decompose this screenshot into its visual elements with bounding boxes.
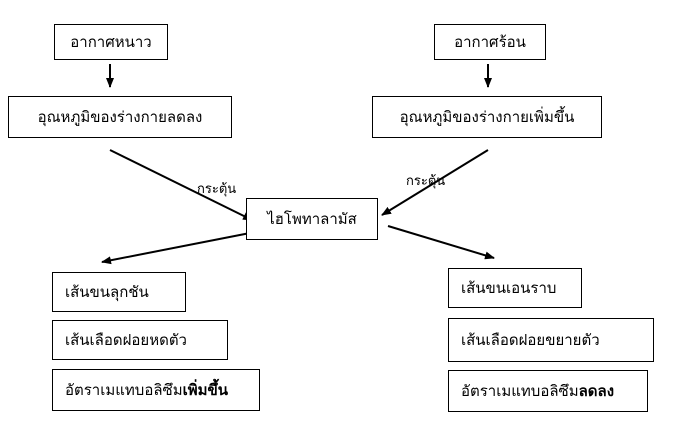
- hot-weather-label: อากาศร้อน: [454, 33, 526, 51]
- hypothalamus-box: ไฮโพทาลามัส: [246, 198, 378, 240]
- arrow-hypothalamus-to-left-responses: [101, 232, 251, 265]
- left-response-1: เส้นขนลุกชัน: [52, 272, 186, 312]
- temp-decrease-label: อุณหภูมิของร่างกายลดลง: [37, 108, 203, 126]
- temp-decrease-box: อุณหภูมิของร่างกายลดลง: [8, 96, 232, 138]
- temp-increase-box: อุณหภูมิของร่างกายเพิ่มขึ้น: [372, 96, 602, 138]
- cold-weather-box: อากาศหนาว: [54, 24, 168, 60]
- arrow-left-to-hypothalamus: [109, 149, 253, 221]
- right-response-2: เส้นเลือดฝอยขยายตัว: [448, 318, 654, 362]
- arrow-hypothalamus-to-right-responses: [387, 225, 495, 260]
- stimulus-label-right: กระตุ้น: [406, 174, 446, 189]
- right-response-1-label: เส้นขนเอนราบ: [461, 279, 557, 297]
- left-response-2: เส้นเลือดฝอยหดตัว: [52, 320, 228, 360]
- left-response-3-emphasis: เพิ่มขึ้น: [182, 381, 229, 399]
- left-response-1-label: เส้นขนลุกชัน: [65, 283, 149, 301]
- cold-weather-label: อากาศหนาว: [70, 33, 152, 51]
- hot-weather-box: อากาศร้อน: [434, 24, 546, 60]
- right-response-3-label: อัตราเมแทบอลิซึม: [461, 382, 579, 400]
- right-response-2-label: เส้นเลือดฝอยขยายตัว: [461, 331, 600, 349]
- arrow-right-to-hypothalamus: [381, 149, 489, 216]
- left-response-2-label: เส้นเลือดฝอยหดตัว: [65, 331, 187, 349]
- stimulus-label-left: กระตุ้น: [197, 182, 237, 197]
- left-response-3: อัตราเมแทบอลิซึมเพิ่มขึ้น: [52, 369, 260, 411]
- right-response-3-emphasis: ลดลง: [578, 382, 615, 400]
- temp-increase-label: อุณหภูมิของร่างกายเพิ่มขึ้น: [399, 108, 575, 126]
- right-response-3: อัตราเมแทบอลิซึมลดลง: [448, 370, 648, 412]
- hypothalamus-label: ไฮโพทาลามัส: [267, 210, 357, 228]
- right-response-1: เส้นขนเอนราบ: [448, 268, 582, 308]
- left-response-3-label: อัตราเมแทบอลิซึม: [65, 381, 183, 399]
